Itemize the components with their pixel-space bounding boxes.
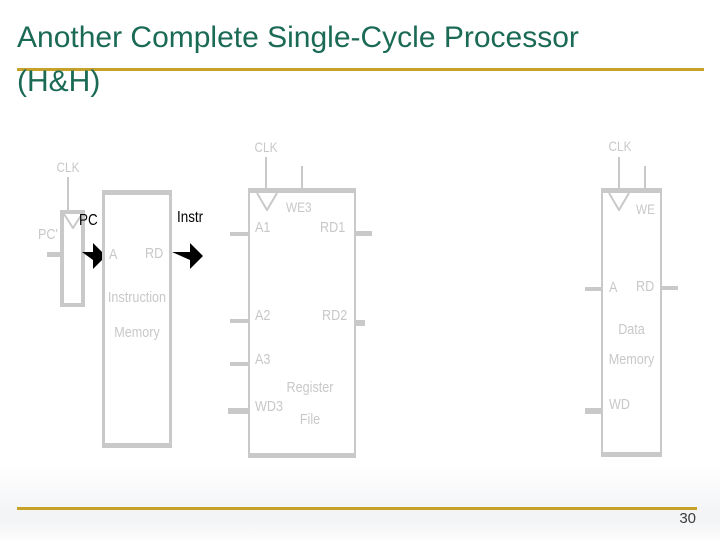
pc-clk-wire xyxy=(67,177,69,210)
dm-name-line1: Data xyxy=(618,321,645,338)
im-port-a-label: A xyxy=(109,246,118,263)
rf-a3-stub xyxy=(230,362,248,366)
rf-a1-stub xyxy=(230,232,248,236)
rf-we3-wire xyxy=(301,166,303,188)
dm-clk-label: CLK xyxy=(608,138,632,154)
title-underline-rule xyxy=(17,68,704,71)
register-file-box xyxy=(248,188,356,458)
rf-a2-stub xyxy=(230,319,248,323)
dm-port-wd-label: WD xyxy=(609,396,630,413)
rf-rd1-stub xyxy=(356,231,372,236)
dm-name-line2: Memory xyxy=(608,351,655,368)
pc-bus-arrow-icon xyxy=(82,243,106,269)
pc-output-label: PC xyxy=(79,212,98,229)
data-memory-box xyxy=(601,188,662,457)
rf-port-rd2-label: RD2 xyxy=(322,307,348,324)
slide-title-line2: (H&H) xyxy=(17,65,101,98)
rf-name-line1: Register xyxy=(286,379,334,396)
dm-wd-stub xyxy=(585,408,601,414)
dm-rd-stub xyxy=(662,286,678,290)
im-port-rd-label: RD xyxy=(145,245,164,262)
pc-next-label: PC' xyxy=(38,226,58,243)
dm-port-a-label: A xyxy=(609,279,618,296)
dm-clock-edge-icon xyxy=(608,193,630,211)
rf-port-a1-label: A1 xyxy=(255,219,271,236)
im-name-line1: Instruction xyxy=(107,289,167,306)
rf-rd2-stub xyxy=(356,320,365,326)
pc-clock-edge-icon xyxy=(63,214,83,229)
rf-clk-label: CLK xyxy=(254,139,278,155)
rf-port-wd3-label: WD3 xyxy=(255,398,284,415)
instruction-memory-box xyxy=(102,190,172,448)
rf-wd3-stub xyxy=(228,408,248,414)
rf-port-a3-label: A3 xyxy=(255,351,271,368)
dm-a-stub xyxy=(585,287,601,291)
rf-port-we3-label: WE3 xyxy=(286,199,312,215)
rf-clock-edge-icon xyxy=(256,193,278,211)
pc-input-stub xyxy=(47,252,60,257)
rf-port-rd1-label: RD1 xyxy=(320,219,346,236)
rf-clk-wire xyxy=(265,157,267,188)
footer-rule xyxy=(17,507,697,510)
pc-clk-label: CLK xyxy=(56,159,80,175)
instr-label: Instr xyxy=(177,209,204,226)
page-number: 30 xyxy=(679,510,696,527)
rf-name-line2: File xyxy=(299,411,321,428)
dm-port-rd-label: RD xyxy=(636,278,655,295)
dm-clk-wire xyxy=(618,157,620,188)
instr-bus-arrow-icon xyxy=(172,243,203,269)
im-name-line2: Memory xyxy=(114,324,160,341)
dm-port-we-label: WE xyxy=(636,201,655,217)
dm-we-wire xyxy=(644,166,646,188)
rf-port-a2-label: A2 xyxy=(255,307,271,324)
slide-title-line1: Another Complete Single-Cycle Processor xyxy=(17,21,579,54)
